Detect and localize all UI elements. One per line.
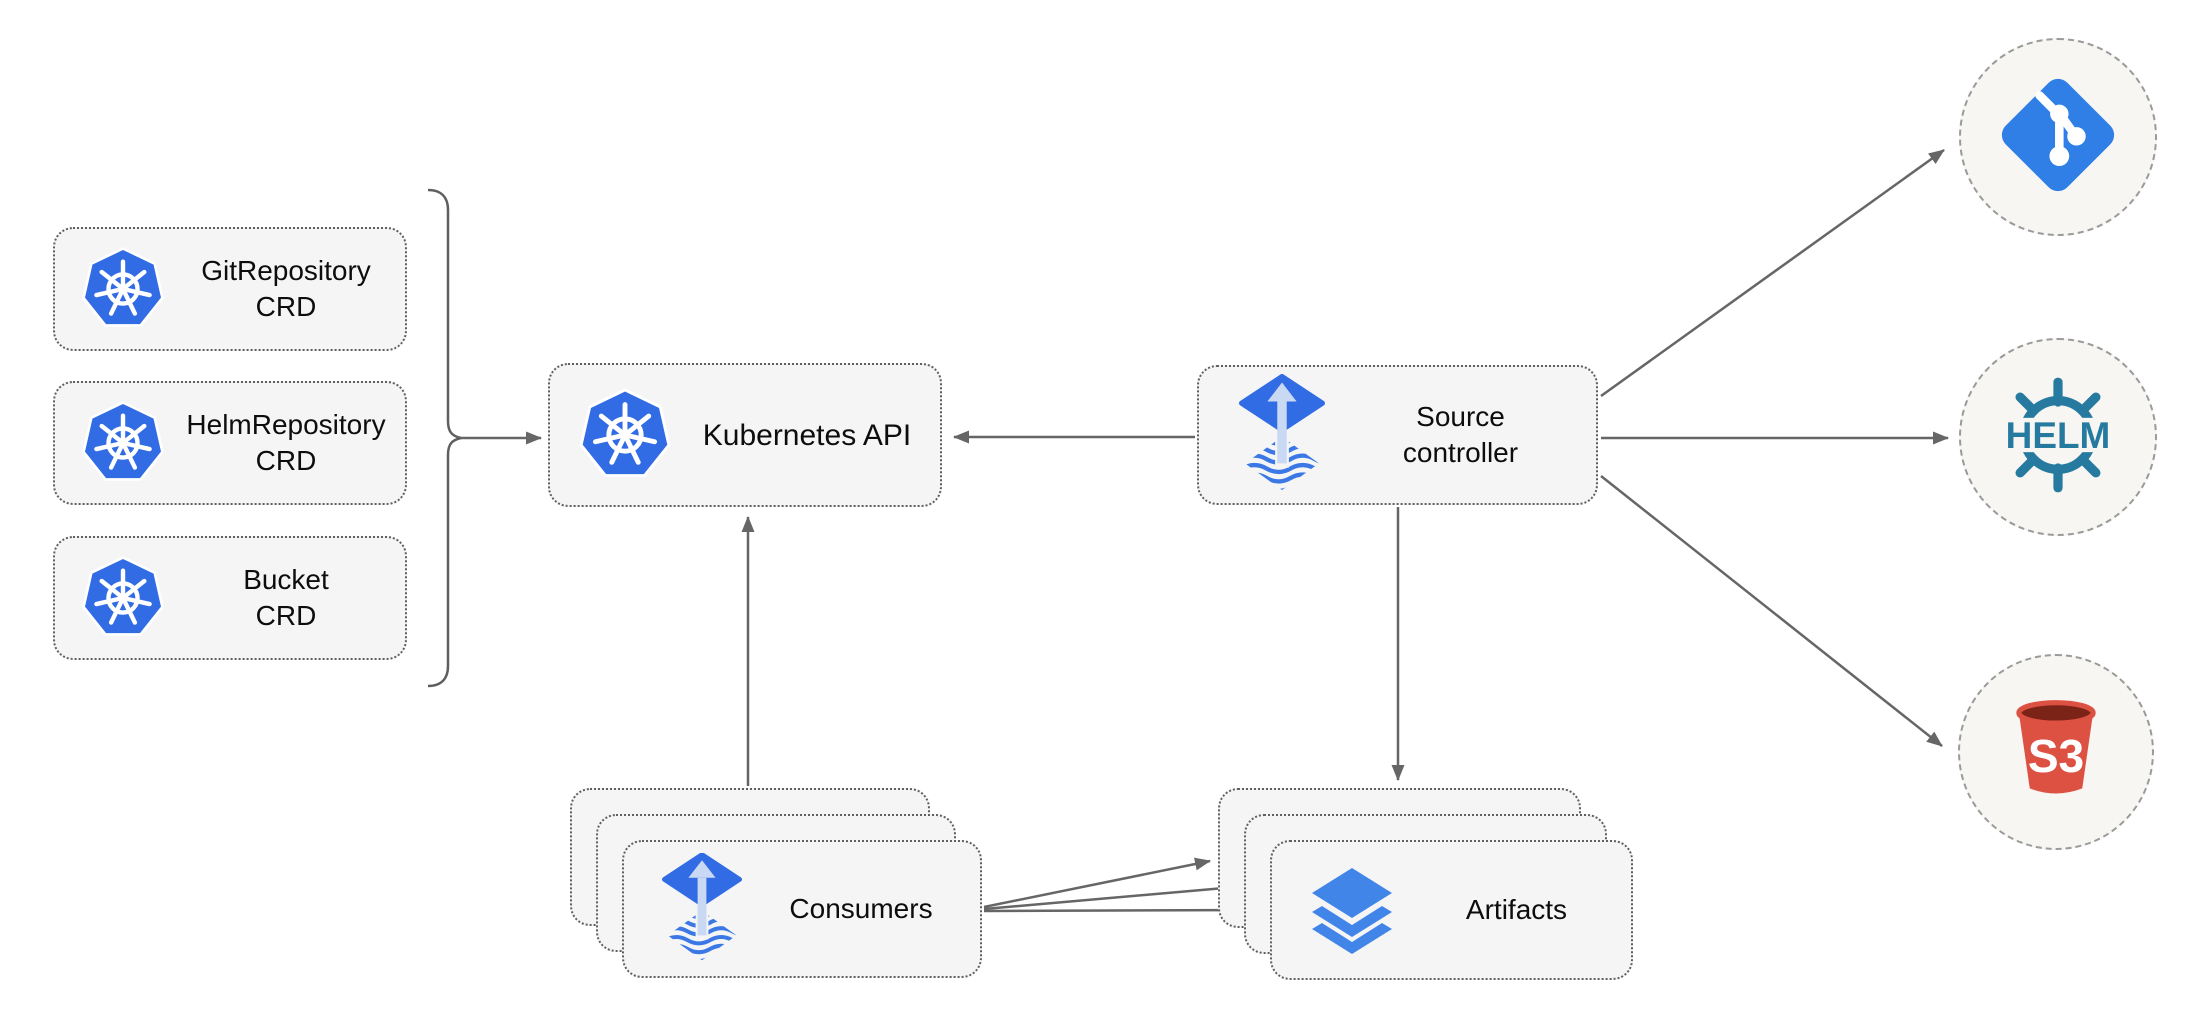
node-label: Source controller — [1402, 400, 1519, 468]
node-label: HelmRepository CRD — [186, 408, 386, 476]
kubernetes-icon — [576, 386, 674, 484]
node-label: Consumers — [789, 892, 933, 924]
kubernetes-icon — [79, 554, 167, 642]
layers-icon — [1302, 860, 1402, 960]
helm-wheel-icon: HELM — [1992, 369, 2124, 506]
arrow-source-controller-to-s3 — [1600, 475, 1943, 747]
node-label: Kubernetes API — [702, 418, 912, 452]
node-label: GitRepository CRD — [201, 254, 371, 322]
git-endpoint — [1959, 38, 2157, 236]
node-helmrepository-crd: HelmRepository CRD — [53, 381, 407, 505]
node-gitrepository-crd: GitRepository CRD — [53, 227, 407, 351]
helm-endpoint: HELM — [1959, 338, 2157, 536]
helm-wordmark: HELM — [2006, 415, 2111, 456]
node-kubernetes-api: Kubernetes API — [548, 363, 942, 507]
kubernetes-icon — [79, 245, 167, 333]
arrow-source-controller-to-git — [1600, 148, 1945, 398]
git-icon — [1992, 69, 2124, 206]
crd-group-brace — [427, 188, 462, 688]
arrow-consumers-to-artifacts-back — [983, 857, 1211, 909]
node-consumers: Consumers — [622, 840, 982, 978]
arrow-consumers-to-artifacts-front — [983, 903, 1263, 917]
s3-wordmark: S3 — [2028, 729, 2084, 781]
arrow-consumers-to-artifacts-middle — [983, 881, 1237, 911]
node-source-controller: Source controller — [1197, 365, 1598, 505]
node-label: Bucket CRD — [243, 563, 329, 631]
kubernetes-icon — [79, 399, 167, 487]
s3-bucket-icon: S3 — [1992, 686, 2120, 819]
flux-icon — [662, 853, 742, 965]
flux-icon — [1239, 374, 1325, 496]
node-label: Artifacts — [1465, 893, 1568, 925]
node-artifacts: Artifacts — [1270, 840, 1633, 980]
s3-endpoint: S3 — [1958, 654, 2154, 850]
node-bucket-crd: Bucket CRD — [53, 536, 407, 660]
